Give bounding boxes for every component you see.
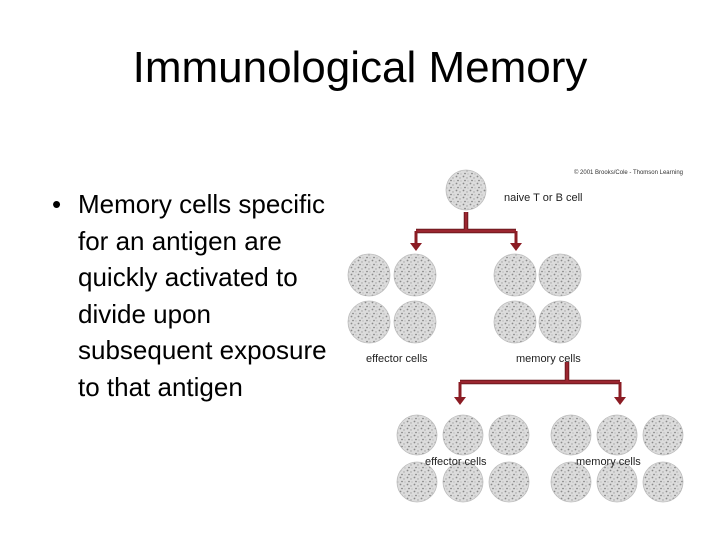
effector-cell [347,253,391,297]
memory-cell [596,414,638,456]
effector-cell-group-1 [347,253,437,344]
effector-cell [393,300,437,344]
effector-cell [393,253,437,297]
naive-cell-label: naive T or B cell [504,192,582,204]
branch-arrow-2 [454,362,626,405]
memory-cell [642,461,684,503]
memory-cell [538,300,582,344]
memory-cells-label-1: memory cells [516,353,581,365]
memory-cell [493,253,537,297]
effector-cell [488,414,530,456]
effector-cell [442,414,484,456]
memory-cell [493,300,537,344]
memory-cell [596,461,638,503]
effector-cell [442,461,484,503]
bullet-text: Memory cells specific for an antigen are… [78,189,327,402]
memory-cells-label-2: memory cells [576,456,641,468]
memory-cell [550,414,592,456]
memory-cell-group-1 [493,253,582,344]
effector-cell [347,300,391,344]
bullet-dot: • [52,189,62,219]
naive-cell [445,169,487,211]
effector-cell [396,461,438,503]
effector-cells-label-2: effector cells [425,456,487,468]
effector-cells-label-1: effector cells [366,353,428,365]
memory-cell [538,253,582,297]
bullet-list: • Memory cells specific for an antigen a… [52,186,337,405]
branch-arrow-1 [410,212,522,251]
slide-title: Immunological Memory [132,43,588,92]
copyright-text: © 2001 Brooks/Cole - Thomson Learning [574,169,683,176]
memory-cell [642,414,684,456]
effector-cell [488,461,530,503]
effector-cell [396,414,438,456]
effector-cell-group-2 [396,414,530,503]
memory-cell-group-2 [550,414,684,503]
memory-cell [550,461,592,503]
